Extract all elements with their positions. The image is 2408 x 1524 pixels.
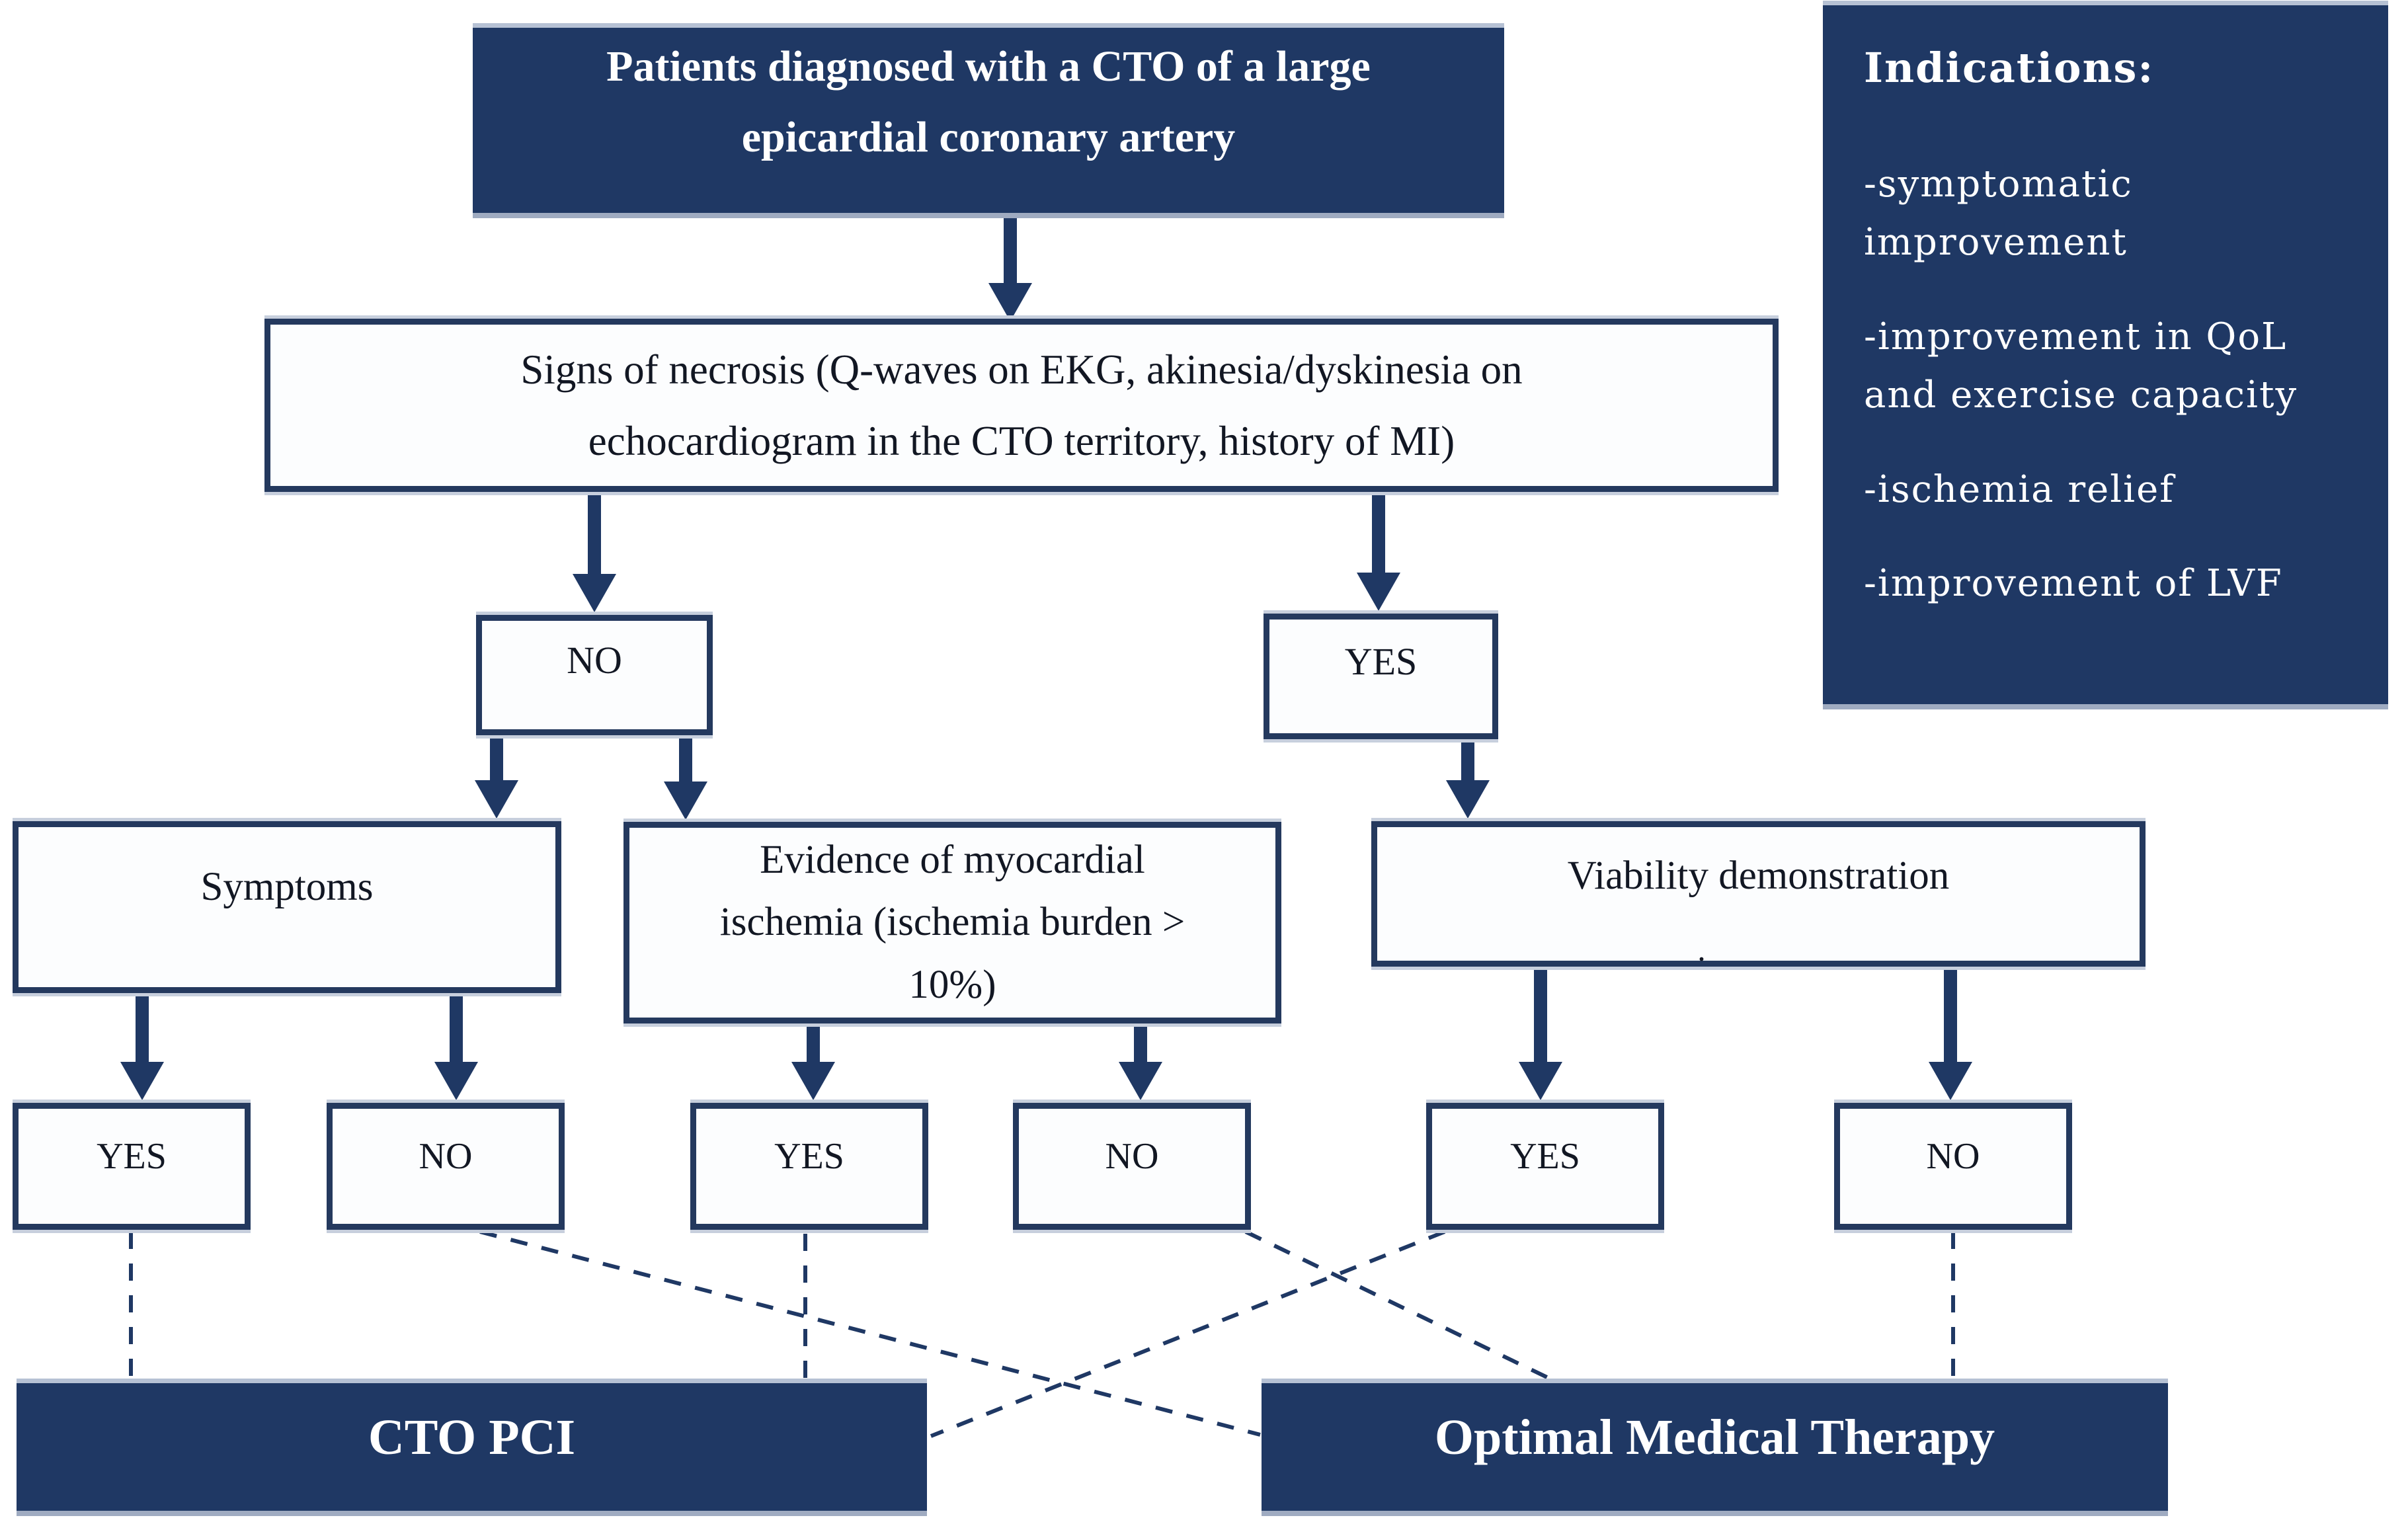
ischemia-no-label: NO: [1105, 1136, 1159, 1177]
arrow-patients-to-necrosis: [988, 214, 1032, 321]
arrow-ischemia-to-no: [1119, 1023, 1162, 1100]
arrow-necrosis-to-no: [573, 493, 616, 612]
indications-heading: Indications:: [1864, 44, 2155, 92]
node-necrosis-yes: YES: [1264, 614, 1498, 739]
necrosis-no-label: NO: [567, 638, 622, 682]
ischemia-label: Evidence of myocardial ischemia (ischemi…: [719, 837, 1185, 1007]
node-viability-demonstration: Viability demonstration .: [1371, 821, 2146, 967]
node-viability-no: NO: [1834, 1103, 2072, 1230]
node-viability-yes: YES: [1426, 1103, 1664, 1230]
node-symptoms: Symptoms: [13, 821, 561, 993]
arrow-symptoms-to-no: [434, 993, 478, 1100]
necrosis-yes-label: YES: [1344, 639, 1418, 683]
node-necrosis-no: NO: [476, 615, 713, 735]
node-symptoms-yes: YES: [13, 1103, 251, 1230]
connector-symptoms-no-to-omt: [479, 1230, 1261, 1437]
arrow-viability-to-yes: [1519, 967, 1562, 1100]
ischemia-yes-label: YES: [774, 1136, 844, 1177]
viability-label: Viability demonstration: [1567, 853, 1950, 898]
node-patients-diagnosed: Patients diagnosed with a CTO of a large…: [473, 28, 1504, 213]
node-ischemia-no: NO: [1013, 1103, 1251, 1230]
cto-pci-label: CTO PCI: [368, 1410, 576, 1465]
viability-stray-dot: .: [1697, 931, 1706, 968]
node-patients-label: Patients diagnosed with a CTO of a large…: [606, 42, 1371, 161]
arrow-no-to-ischemia: [664, 735, 707, 820]
indication-item: -ischemia relief: [1864, 467, 2175, 511]
omt-label: Optimal Medical Therapy: [1434, 1410, 1995, 1465]
symptoms-yes-label: YES: [97, 1136, 167, 1177]
viability-yes-label: YES: [1510, 1136, 1580, 1177]
arrow-ischemia-to-yes: [791, 1023, 835, 1100]
indications-panel: Indications: -symptomatic improvement -i…: [1823, 5, 2388, 704]
node-symptoms-no: NO: [327, 1103, 565, 1230]
indication-item: -symptomatic improvement: [1864, 163, 2133, 264]
viability-no-label: NO: [1926, 1136, 1980, 1177]
arrow-viability-to-no: [1929, 967, 1972, 1100]
dashed-connectors: [129, 1230, 1955, 1438]
indication-item: -improvement in QoL and exercise capacit…: [1864, 315, 2298, 417]
node-evidence-of-ischemia: Evidence of myocardial ischemia (ischemi…: [623, 822, 1281, 1023]
arrow-necrosis-to-yes: [1357, 493, 1400, 611]
node-cto-pci: CTO PCI: [17, 1383, 927, 1511]
connector-viability-yes-to-ctopci: [930, 1230, 1446, 1438]
node-necrosis-label: Signs of necrosis (Q-waves on EKG, akine…: [520, 346, 1523, 464]
node-optimal-medical-therapy: Optimal Medical Therapy: [1262, 1383, 2168, 1511]
symptoms-no-label: NO: [419, 1136, 473, 1177]
arrow-symptoms-to-yes: [120, 993, 164, 1100]
node-ischemia-yes: YES: [690, 1103, 928, 1230]
arrow-yes-to-viability: [1446, 739, 1490, 819]
node-signs-of-necrosis: Signs of necrosis (Q-waves on EKG, akine…: [264, 319, 1779, 492]
symptoms-label: Symptoms: [200, 865, 374, 909]
arrow-no-to-symptoms: [475, 735, 518, 819]
indication-item: -improvement of LVF: [1864, 562, 2283, 606]
connector-ischemia-no-to-omt: [1244, 1230, 1555, 1383]
